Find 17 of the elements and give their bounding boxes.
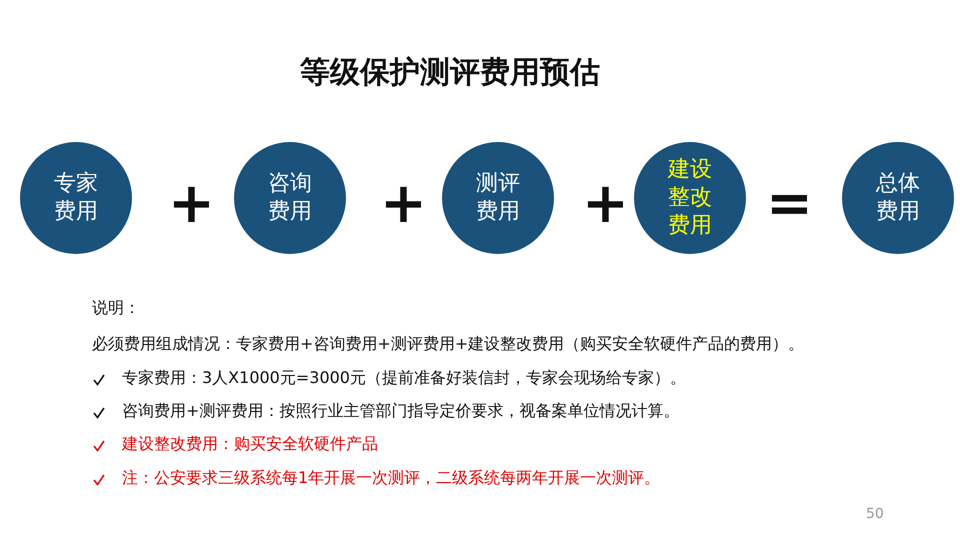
note-line: 专家费用：3人X1000元=3000元（提前准备好装信封，专家会现场给专家）。 xyxy=(122,368,686,389)
node-text: 测评费用 xyxy=(475,170,521,226)
plus-sign: + xyxy=(380,176,427,232)
note-line: 建设整改费用：购买安全软硬件产品 xyxy=(122,434,378,455)
note-heading: 说明： xyxy=(92,298,140,319)
plus-sign: + xyxy=(168,176,215,232)
note-line: 必须费用组成情况：专家费用+咨询费用+测评费用+建设整改费用（购买安全软硬件产品的费用）。 xyxy=(92,334,804,355)
note-line: 注：公安要求三级系统每1年开展一次测评，二级系统每两年开展一次测评。 xyxy=(122,468,660,489)
note-line: 咨询费用+测评费用：按照行业主管部门指导定价要求，视备案单位情况计算。 xyxy=(122,401,680,422)
equals-sign: = xyxy=(766,176,813,232)
slide-title: 等级保护测评费用预估 xyxy=(299,54,601,92)
node-text: 建设整改费用 xyxy=(666,156,713,240)
node-text: 专家费用 xyxy=(53,170,99,226)
plus-sign: + xyxy=(582,176,629,232)
node-text: 总体费用 xyxy=(875,170,921,226)
page-number: 50 xyxy=(866,506,884,522)
node-text: 咨询费用 xyxy=(267,170,313,226)
